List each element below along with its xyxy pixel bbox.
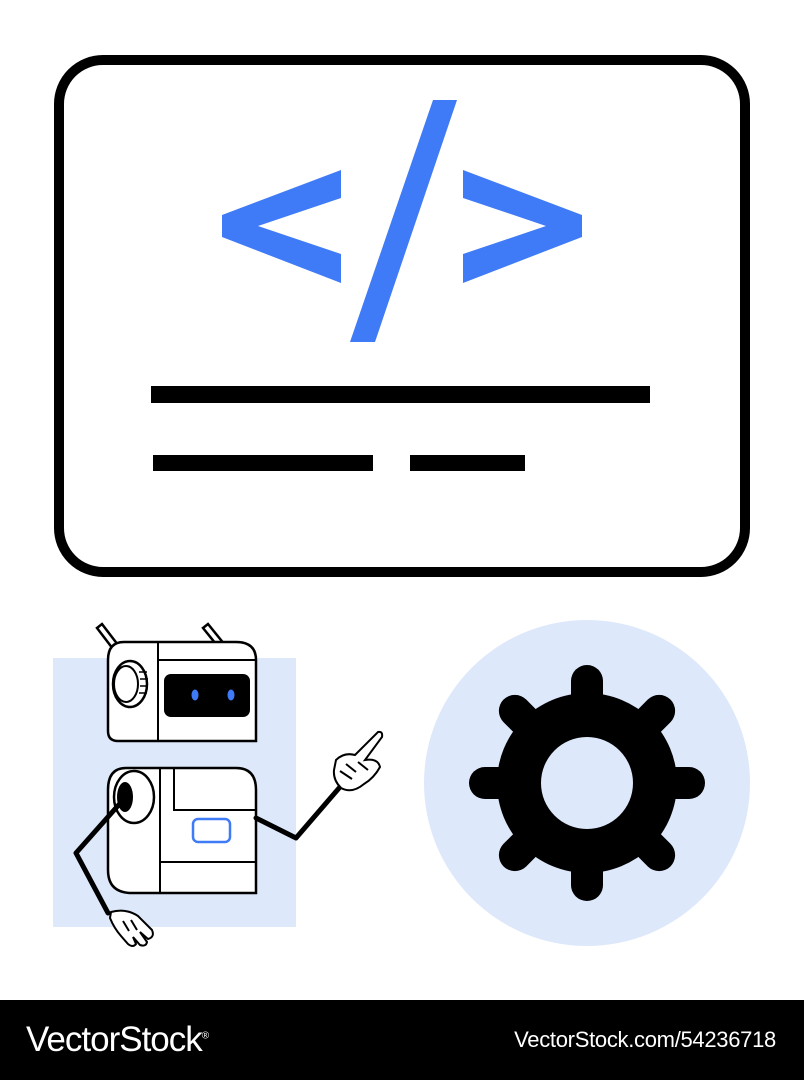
robot-left-hand xyxy=(108,909,154,947)
robot-right-arm xyxy=(253,730,384,841)
image-reference: VectorStock.com/54236718 xyxy=(514,1027,776,1052)
illustration-canvas xyxy=(53,55,750,947)
gear-hole xyxy=(541,737,633,829)
robot-eye-left xyxy=(191,689,199,701)
robot-chest-screen xyxy=(191,817,232,844)
gear-icon xyxy=(424,620,750,946)
forward-slash xyxy=(350,100,457,342)
watermark-footer: VectorStock® VectorStock.com/54236718 xyxy=(0,1000,804,1080)
robot-head xyxy=(106,640,258,743)
robot-icon xyxy=(53,622,384,947)
code-window-icon xyxy=(54,55,750,577)
code-window-frame xyxy=(54,55,750,577)
robot-visor xyxy=(164,674,250,717)
brand-logo: VectorStock® xyxy=(26,1020,209,1059)
robot-pointing-hand xyxy=(332,730,384,792)
greater-than-bracket xyxy=(463,170,582,283)
text-line-short-2 xyxy=(410,455,525,471)
robot-eye-right xyxy=(227,689,235,701)
robot-left-arm xyxy=(73,797,154,947)
text-line-short-1 xyxy=(153,455,373,471)
robot-body xyxy=(106,766,258,895)
less-than-bracket xyxy=(222,170,341,283)
text-line-long xyxy=(151,386,650,403)
code-brackets-icon xyxy=(222,100,582,342)
